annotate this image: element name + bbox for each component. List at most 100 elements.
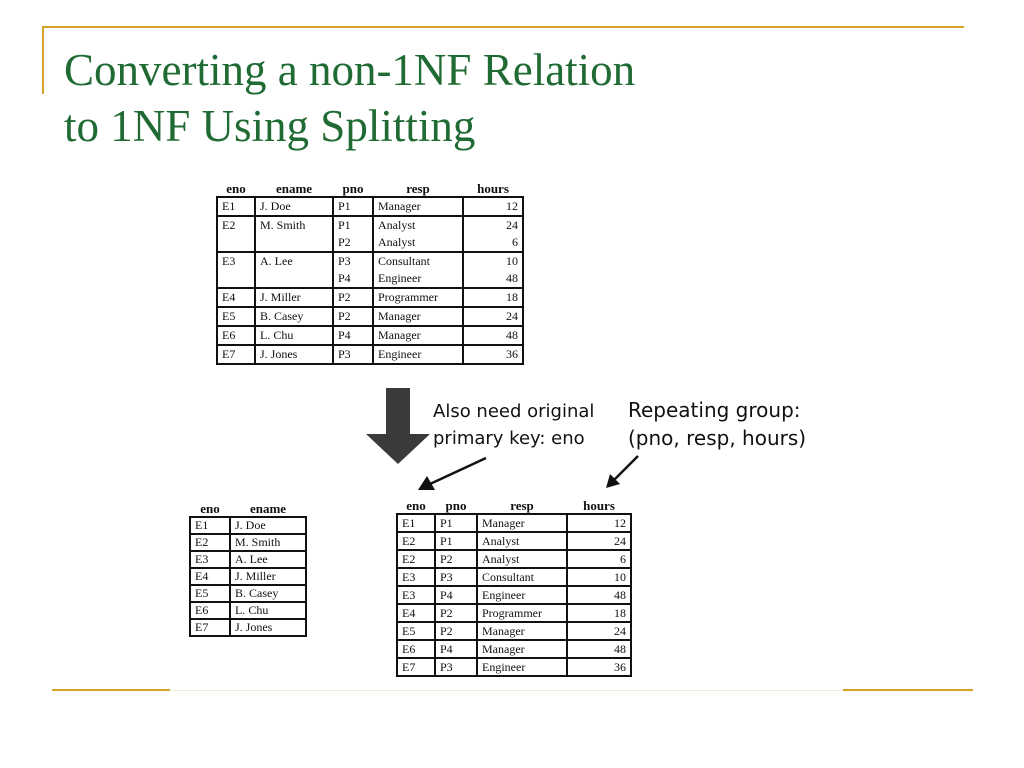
- cell-ename: J. Doe: [229, 516, 307, 534]
- cell-eno: E2: [189, 533, 231, 551]
- cell-eno: E4: [189, 567, 231, 585]
- cell-resp: Analyst: [372, 234, 464, 252]
- cell-ename: J. Jones: [229, 618, 307, 637]
- cell-hours: 36: [462, 344, 524, 365]
- cell-pno: P1: [332, 196, 374, 216]
- cell-hours: 6: [462, 234, 524, 252]
- cell-eno: E7: [396, 657, 436, 677]
- cell-hours: 24: [462, 306, 524, 326]
- column-header-eno: eno: [200, 501, 220, 516]
- pointer-arrow-to-group-icon: [606, 455, 639, 488]
- cell-eno: E1: [396, 513, 436, 532]
- cell-eno: E3: [396, 567, 436, 586]
- cell-hours: 48: [566, 585, 632, 604]
- cell-resp: Programmer: [476, 603, 568, 622]
- cell-pno: P4: [434, 639, 478, 658]
- cell-pno: P3: [434, 567, 478, 586]
- header-row: eno ename: [190, 501, 306, 517]
- cell-resp: Analyst: [372, 215, 464, 234]
- cell-resp: Manager: [372, 306, 464, 326]
- cell-eno: E5: [189, 584, 231, 602]
- cell-eno: E2: [216, 215, 256, 234]
- cell-eno: E7: [216, 344, 256, 365]
- down-arrow-icon: [366, 388, 430, 464]
- title-line-1: Converting a non-1NF Relation: [64, 45, 636, 95]
- cell-eno: E6: [189, 601, 231, 619]
- cell-pno: P1: [332, 215, 374, 234]
- cell-ename: L. Chu: [229, 601, 307, 619]
- column-header-eno: eno: [226, 181, 246, 196]
- cell-pno: P1: [434, 531, 478, 550]
- cell-ename: A. Lee: [254, 251, 334, 270]
- cell-hours: 24: [566, 621, 632, 640]
- column-header-resp: resp: [406, 181, 430, 196]
- slide-title: Converting a non-1NF Relation to 1NF Usi…: [64, 42, 635, 154]
- cell-ename: B. Casey: [229, 584, 307, 602]
- cell-eno: E7: [189, 618, 231, 637]
- cell-ename: [254, 270, 334, 288]
- cell-ename: J. Doe: [254, 196, 334, 216]
- cell-hours: 24: [566, 531, 632, 550]
- cell-ename: [254, 234, 334, 252]
- cell-resp: Manager: [476, 639, 568, 658]
- cell-resp: Manager: [476, 513, 568, 532]
- primary-key-note-line-1: Also need original: [433, 401, 595, 422]
- cell-pno: P2: [332, 234, 374, 252]
- column-header-ename: ename: [275, 181, 313, 196]
- cell-resp: Programmer: [372, 287, 464, 307]
- repeating-group-note-line-2: (pno, resp, hours): [628, 426, 807, 450]
- column-header-ename: ename: [249, 501, 287, 516]
- cell-hours: 48: [566, 639, 632, 658]
- cell-pno: P2: [434, 621, 478, 640]
- cell-hours: 48: [462, 270, 524, 288]
- cell-ename: J. Miller: [229, 567, 307, 585]
- cell-pno: P1: [434, 513, 478, 532]
- cell-pno: P3: [332, 344, 374, 365]
- primary-key-note: Also need original primary key: eno: [433, 398, 594, 452]
- column-header-pno: pno: [342, 181, 364, 196]
- cell-eno: E5: [216, 306, 256, 326]
- cell-eno: E2: [396, 549, 436, 568]
- cell-eno: [216, 234, 256, 252]
- bottom-rule-middle: [170, 690, 843, 691]
- cell-pno: P4: [332, 325, 374, 345]
- column-header-hours: hours: [583, 498, 615, 513]
- cell-resp: Consultant: [476, 567, 568, 586]
- pointer-arrow-to-eno-icon: [418, 456, 487, 490]
- cell-hours: 10: [462, 251, 524, 270]
- column-header-resp: resp: [510, 498, 534, 513]
- cell-ename: J. Jones: [254, 344, 334, 365]
- cell-resp: Analyst: [476, 549, 568, 568]
- cell-resp: Engineer: [372, 270, 464, 288]
- column-header-eno: eno: [406, 498, 426, 513]
- cell-ename: M. Smith: [254, 215, 334, 234]
- bottom-rule-left: [52, 689, 170, 691]
- cell-resp: Manager: [372, 325, 464, 345]
- title-line-2: to 1NF Using Splitting: [64, 101, 476, 151]
- cell-pno: P3: [434, 657, 478, 677]
- cell-hours: 24: [462, 215, 524, 234]
- cell-ename: B. Casey: [254, 306, 334, 326]
- cell-pno: P2: [434, 549, 478, 568]
- column-header-hours: hours: [477, 181, 509, 196]
- cell-hours: 12: [566, 513, 632, 532]
- primary-key-note-line-2: primary key: eno: [433, 428, 585, 449]
